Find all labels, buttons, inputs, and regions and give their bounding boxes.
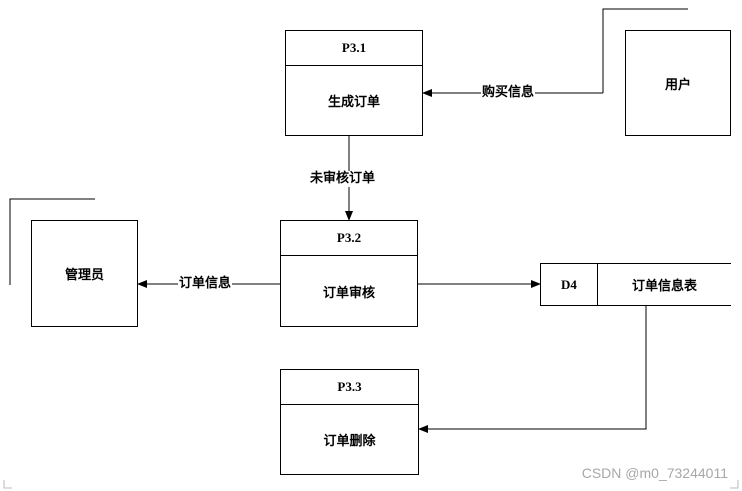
flow-label-unreviewed-order: 未审核订单 — [309, 171, 377, 187]
flow-label-purchase-info: 购买信息 — [481, 85, 536, 101]
datastore-d4-name: 订单信息表 — [631, 279, 697, 294]
watermark: CSDN @m0_73244011 — [581, 465, 728, 481]
process-p3-3-name: 订单删除 — [323, 434, 376, 449]
entity-user: 用户 — [625, 30, 731, 136]
process-p3-1-id: P3.1 — [286, 31, 422, 66]
flow-store-delete-line — [418, 297, 650, 433]
page-corner-mark-left — [3, 480, 12, 489]
entity-admin: 管理员 — [31, 220, 138, 327]
datastore-d4: D4 订单信息表 — [540, 263, 731, 306]
datastore-d4-id: D4 — [541, 264, 598, 305]
entity-user-label: 用户 — [664, 77, 691, 93]
process-p3-2-name: 订单审核 — [322, 285, 375, 301]
process-p3-2-id: P3.2 — [281, 221, 417, 256]
admin-entity-corner — [9, 198, 95, 285]
flow-label-order-info: 订单信息 — [178, 276, 233, 292]
process-p3-3: P3.3 订单删除 — [280, 369, 419, 475]
process-p3-1: P3.1 生成订单 — [285, 30, 423, 136]
page-corner-mark-right — [730, 480, 739, 489]
process-p3-1-name: 生成订单 — [327, 95, 380, 110]
process-p3-3-id: P3.3 — [281, 370, 418, 405]
user-entity-corner — [602, 8, 688, 93]
process-p3-2: P3.2 订单审核 — [280, 220, 418, 327]
entity-admin-label: 管理员 — [64, 268, 104, 283]
